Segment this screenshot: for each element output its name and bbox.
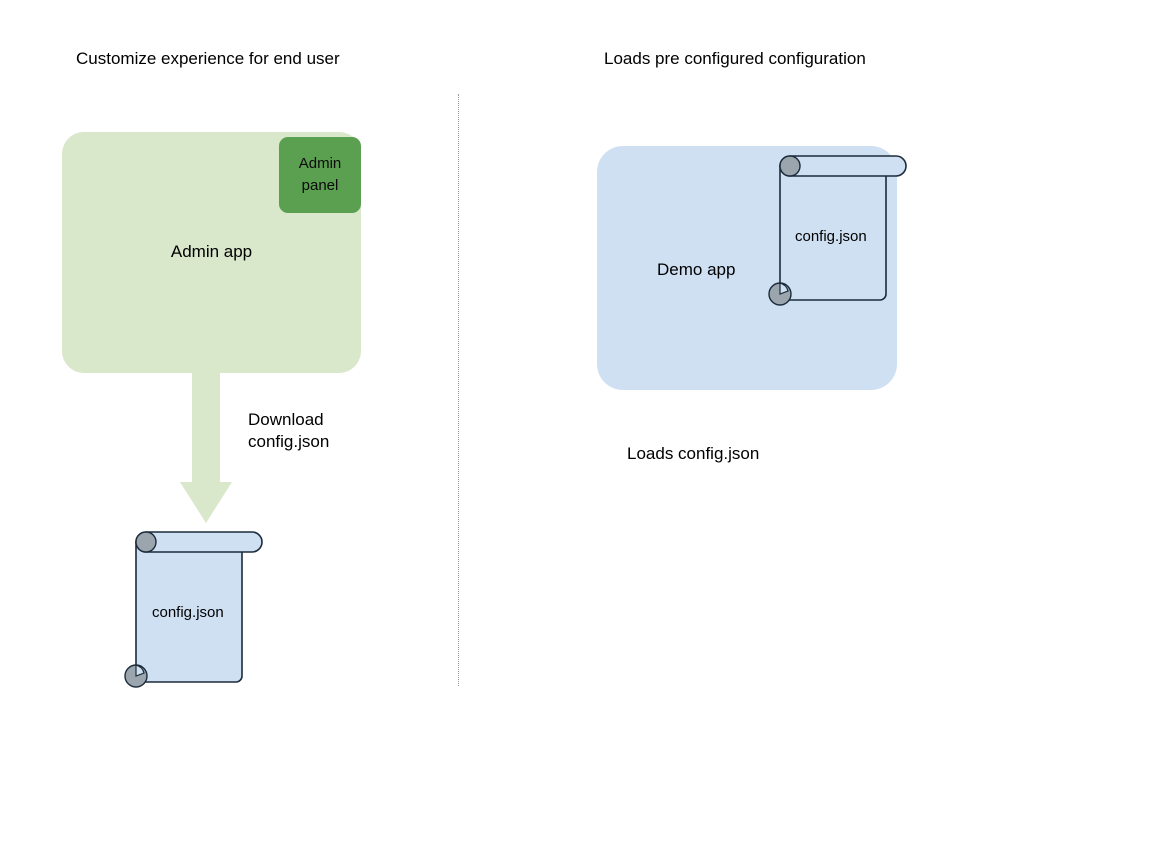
admin-panel-box[interactable]: Admin panel [279, 137, 361, 213]
config-json-label-left: config.json [152, 604, 224, 621]
config-json-label-right: config.json [795, 228, 867, 245]
demo-app-label: Demo app [657, 260, 736, 279]
admin-panel-label: Admin panel [298, 155, 342, 194]
download-arrow-label: Download config.json [248, 410, 330, 451]
download-arrow-icon [178, 370, 234, 525]
section-divider [458, 94, 459, 686]
loads-config-caption: Loads config.json [627, 444, 760, 463]
heading-left: Customize experience for end user [76, 49, 340, 68]
admin-app-label: Admin app [170, 242, 253, 261]
config-json-document-right [768, 152, 917, 312]
config-json-document-left [118, 528, 268, 688]
heading-right: Loads pre configured configuration [604, 49, 866, 68]
